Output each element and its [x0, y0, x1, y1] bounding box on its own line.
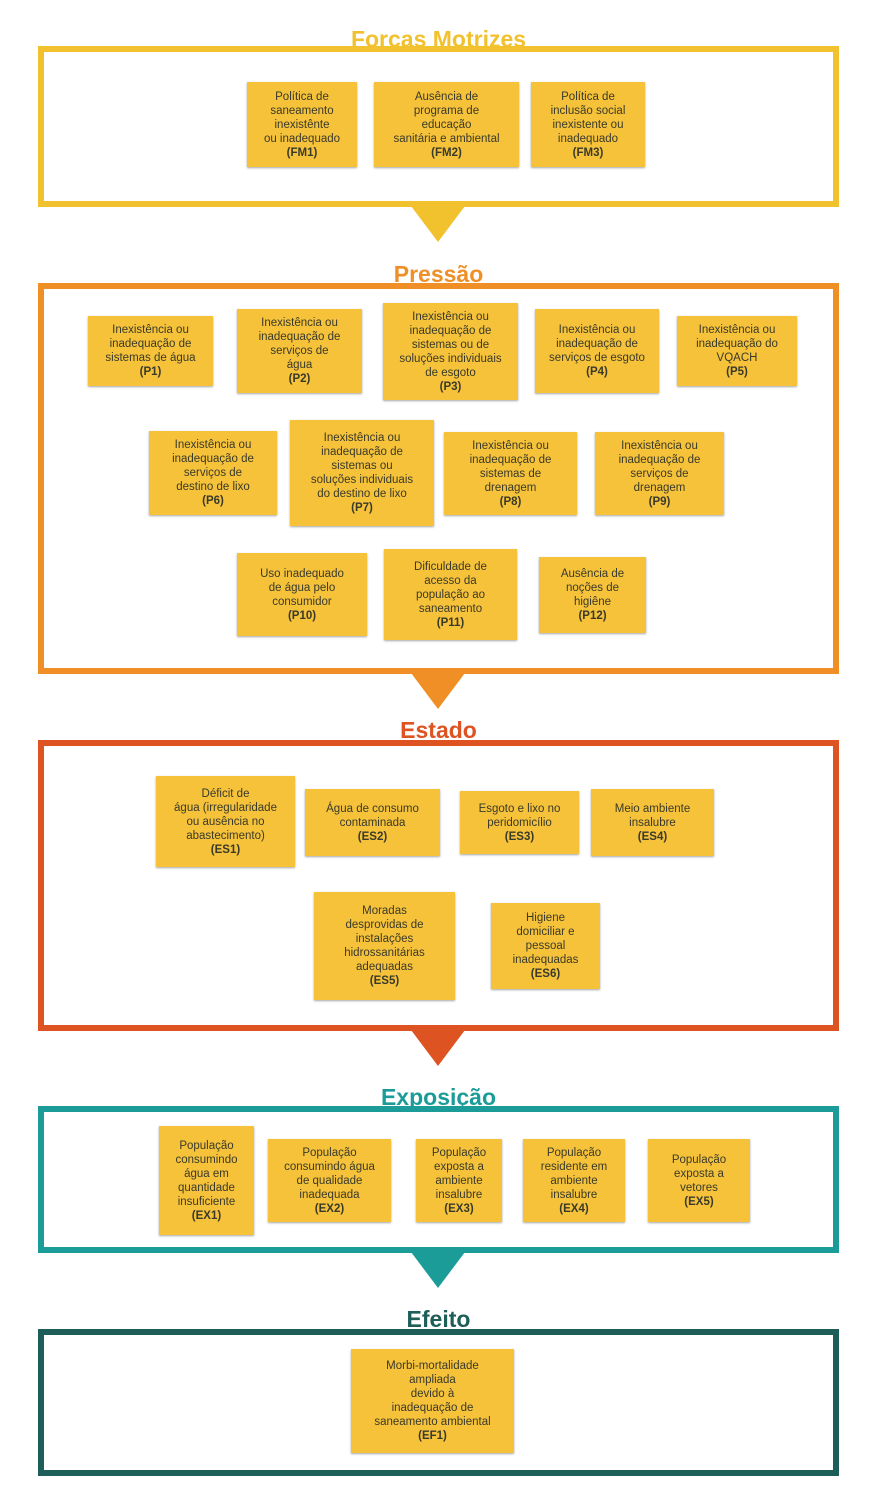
forcas-motrizes-frame — [38, 46, 839, 207]
arrow-down-icon — [411, 206, 465, 242]
note-p5: Inexistência ou inadequação do VQACH(P5) — [677, 316, 797, 386]
note-es3: Esgoto e lixo no peridomicílio(ES3) — [460, 791, 579, 854]
note-p11: Dificuldade de acesso da população ao sa… — [384, 549, 517, 640]
exposicao-title: Exposição — [380, 1084, 497, 1110]
note-fm1: Política de saneamento inexistênte ou in… — [247, 82, 357, 167]
note-fm2: Ausência de programa de educação sanitár… — [374, 82, 519, 167]
note-p4: Inexistência ou inadequação de serviços … — [535, 309, 659, 393]
note-p1: Inexistência ou inadequação de sistemas … — [88, 316, 213, 386]
pressao-title: Pressão — [393, 261, 484, 287]
forcas-motrizes-title: Forças Motrizes — [350, 26, 527, 52]
note-es2: Água de consumo contaminada(ES2) — [305, 789, 440, 856]
note-es4: Meio ambiente insalubre(ES4) — [591, 789, 714, 856]
note-ef1: Morbi-mortalidade ampliada devido à inad… — [351, 1349, 514, 1453]
note-p2: Inexistência ou inadequação de serviços … — [237, 309, 362, 393]
note-p9: Inexistência ou inadequação de serviços … — [595, 432, 724, 515]
note-ex1: População consumindo água em quantidade … — [159, 1126, 254, 1235]
note-p12: Ausência de noções de higiêne(P12) — [539, 557, 646, 633]
note-ex3: População exposta a ambiente insalubre(E… — [416, 1139, 502, 1222]
note-p8: Inexistência ou inadequação de sistemas … — [444, 432, 577, 515]
efeito-title: Efeito — [406, 1306, 471, 1332]
arrow-down-icon — [411, 1030, 465, 1066]
note-ex4: População residente em ambiente insalubr… — [523, 1139, 625, 1222]
note-fm3: Política de inclusão social inexistente … — [531, 82, 645, 167]
estado-title: Estado — [400, 717, 477, 743]
note-p10: Uso inadequado de água pelo consumidor(P… — [237, 553, 367, 636]
note-p7: Inexistência ou inadequação de sistemas … — [290, 420, 434, 526]
note-ex2: População consumindo água de qualidade i… — [268, 1139, 391, 1222]
arrow-down-icon — [411, 673, 465, 709]
note-p3: Inexistência ou inadequação de sistemas … — [383, 303, 518, 400]
note-es1: Déficit de água (irregularidade ou ausên… — [156, 776, 295, 867]
note-p6: Inexistência ou inadequação de serviços … — [149, 431, 277, 515]
arrow-down-icon — [411, 1252, 465, 1288]
note-ex5: População exposta a vetores(EX5) — [648, 1139, 750, 1222]
note-es6: Higiene domiciliar e pessoal inadequadas… — [491, 903, 600, 989]
note-es5: Moradas desprovidas de instalações hidro… — [314, 892, 455, 1000]
